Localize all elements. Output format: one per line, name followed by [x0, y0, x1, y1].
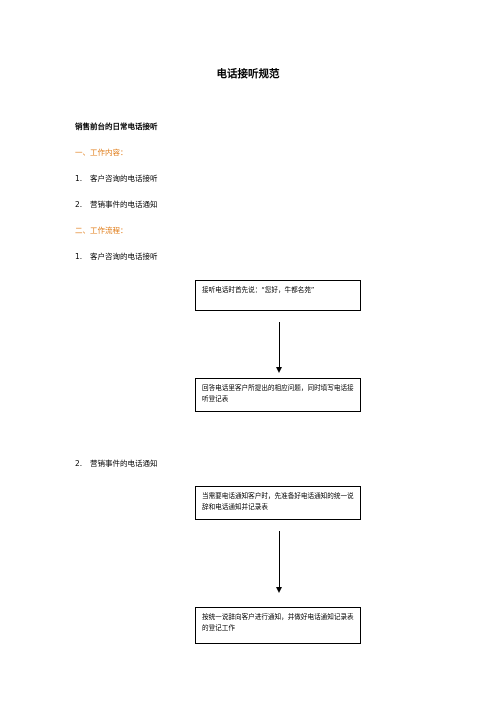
document-subtitle: 销售前台的日常电话接听	[75, 122, 158, 131]
list-item-number: 2.	[75, 459, 83, 468]
flow-box-prepare-script: 当需要电话通知客户时，先准备好电话通知的统一说辞和电话通知并记录表	[195, 486, 361, 520]
list-item-number: 2.	[75, 200, 83, 209]
section-heading-work-content: 一、工作内容：	[75, 148, 128, 157]
list-item-number: 1.	[75, 252, 83, 261]
list-item: 2. 营销事件的电话通知	[75, 199, 158, 210]
flow-box-answer-questions: 回答电话里客户所提出的相应问题，同时填写电话接听登记表	[195, 378, 361, 412]
flow-box-answer-greeting: 接听电话时首先说：“您好，牛都名苑”	[195, 280, 361, 311]
flow-box-notify-customers: 按统一说辞向客户进行通知，并做好电话通知记录表的登记工作	[195, 607, 361, 644]
list-item: 1. 客户咨询的电话接听	[75, 173, 158, 184]
list-item-text: 客户咨询的电话接听	[90, 252, 158, 261]
list-item-text: 客户咨询的电话接听	[90, 174, 158, 183]
list-item-text: 营销事件的电话通知	[90, 200, 158, 209]
flow-title-marketing-notice: 2. 营销事件的电话通知	[75, 458, 158, 469]
list-item-number: 1.	[75, 174, 83, 183]
flow-arrow-down	[276, 531, 282, 593]
flow-arrow-down	[276, 322, 282, 373]
flow-title-customer-inquiry: 1. 客户咨询的电话接听	[75, 251, 158, 262]
section-heading-workflow: 二、工作流程：	[75, 226, 128, 235]
list-item-text: 营销事件的电话通知	[90, 459, 158, 468]
page-title: 电话接听规范	[216, 68, 280, 80]
